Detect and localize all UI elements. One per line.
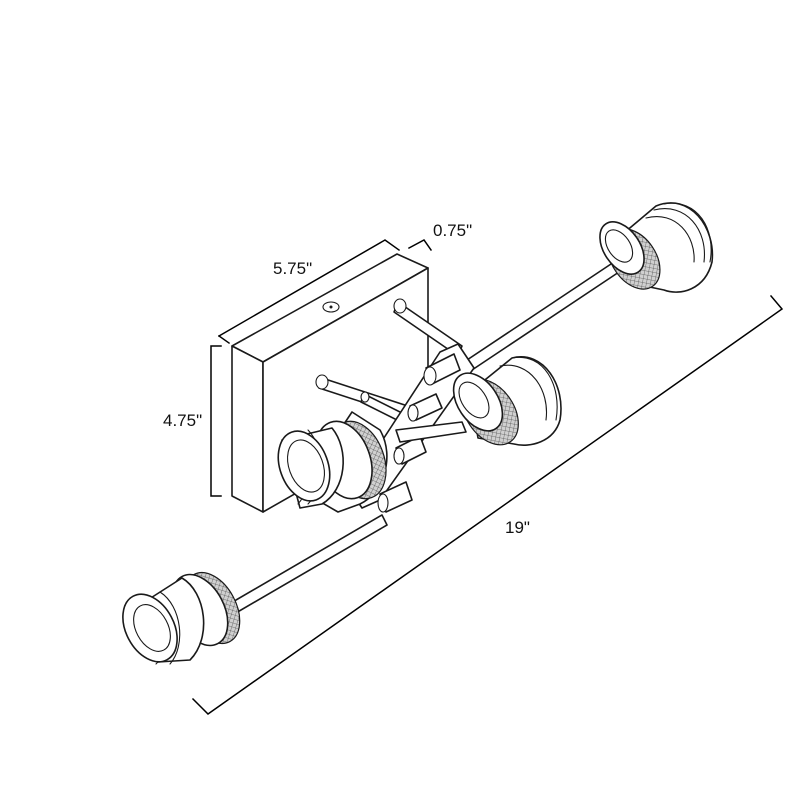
overall-length-dimension-label: 19" [505, 518, 530, 537]
depth-dimension-label: 0.75" [433, 221, 473, 240]
left-arm [223, 514, 388, 618]
plate-width-dimension-label: 5.75" [273, 259, 313, 278]
dimension-plate-height-line [210, 345, 222, 497]
plate-height-dimension-label: 4.75" [163, 411, 203, 430]
dimension-plate-width-line [217, 239, 401, 345]
center-left-shade [277, 411, 388, 513]
right-shade [599, 202, 714, 293]
dimension-overall-length-line [191, 294, 784, 715]
left-shade [122, 572, 241, 665]
center-right-shade [452, 356, 562, 446]
dimension-depth-line [407, 239, 433, 252]
